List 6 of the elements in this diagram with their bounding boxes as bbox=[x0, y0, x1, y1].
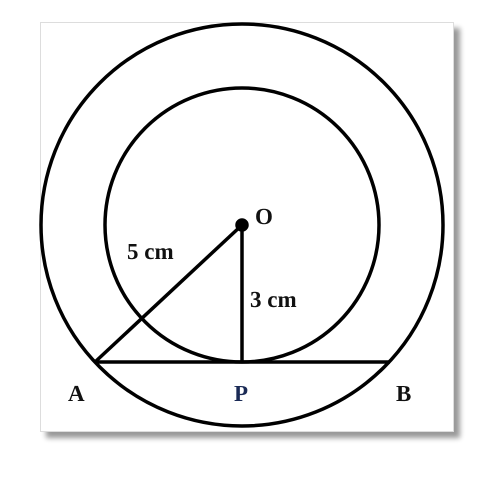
measure-label: 3 cm bbox=[250, 288, 297, 311]
point-label: P bbox=[234, 382, 248, 405]
point-label: O bbox=[255, 205, 273, 228]
point-label: A bbox=[68, 382, 85, 405]
point-label: B bbox=[396, 382, 412, 405]
measure-label: 5 cm bbox=[127, 240, 174, 263]
